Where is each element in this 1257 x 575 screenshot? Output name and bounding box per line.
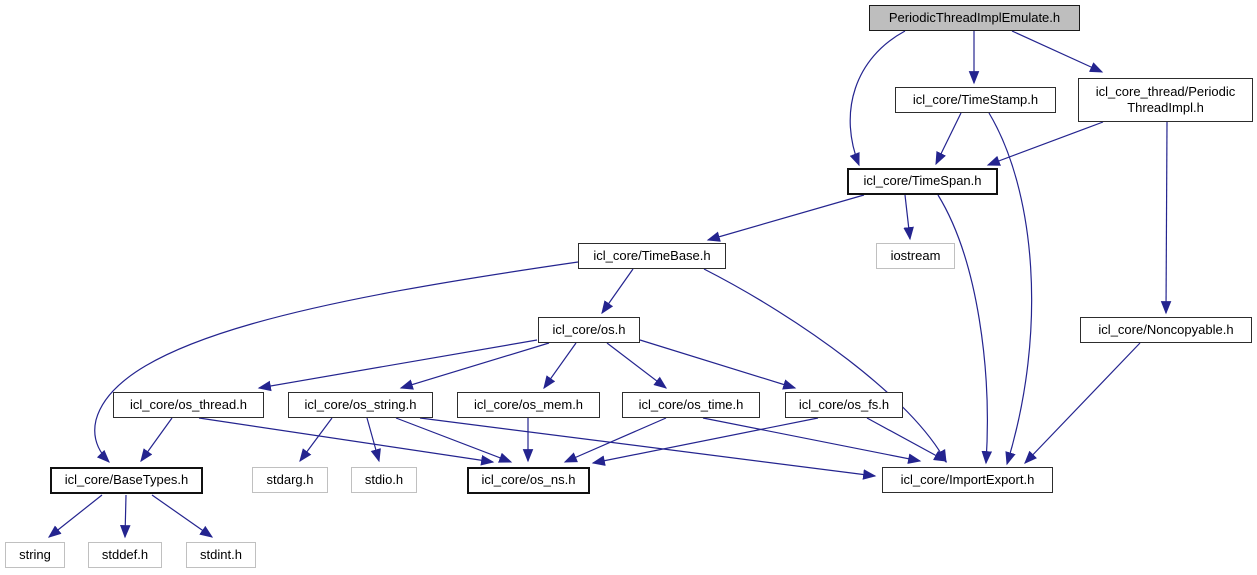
node-os-ns[interactable]: icl_core/os_ns.h bbox=[467, 467, 590, 494]
edge-basetypes-to-string bbox=[47, 494, 103, 538]
edge-timespan-to-importexport bbox=[937, 194, 993, 465]
node-iostream: iostream bbox=[876, 243, 955, 269]
edge-noncopyable-to-importexport bbox=[1024, 342, 1141, 464]
edge-os-string-to-stdarg bbox=[299, 417, 333, 463]
edge-timestamp-to-timespan bbox=[935, 112, 962, 166]
edge-os-time-to-importexport bbox=[702, 417, 922, 464]
edge-os-thread-to-basetypes bbox=[140, 417, 173, 463]
node-os-fs[interactable]: icl_core/os_fs.h bbox=[785, 392, 903, 418]
edge-os-thread-to-os-ns bbox=[198, 417, 495, 466]
edge-os-string-to-os-ns bbox=[395, 417, 513, 463]
node-basetypes[interactable]: icl_core/BaseTypes.h bbox=[50, 467, 203, 494]
edge-timebase-to-os bbox=[601, 268, 634, 315]
node-string: string bbox=[5, 542, 65, 568]
node-periodic-thread-impl-emulate: PeriodicThreadImplEmulate.h bbox=[869, 5, 1080, 31]
edge-os-to-os-time bbox=[606, 342, 668, 389]
node-stddef: stddef.h bbox=[88, 542, 162, 568]
node-os-string[interactable]: icl_core/os_string.h bbox=[288, 392, 433, 418]
node-periodic-thread-impl[interactable]: icl_core_thread/Periodic ThreadImpl.h bbox=[1078, 78, 1253, 122]
edge-basetypes-to-stddef bbox=[120, 494, 131, 539]
node-os-mem[interactable]: icl_core/os_mem.h bbox=[457, 392, 600, 418]
node-timestamp[interactable]: icl_core/TimeStamp.h bbox=[895, 87, 1056, 113]
node-stdio: stdio.h bbox=[351, 467, 417, 493]
edge-os-fs-to-importexport bbox=[866, 417, 948, 462]
node-timebase[interactable]: icl_core/TimeBase.h bbox=[578, 243, 726, 269]
edge-timestamp-to-importexport bbox=[988, 112, 1033, 466]
edge-os-to-os-string bbox=[399, 342, 550, 390]
node-os-thread[interactable]: icl_core/os_thread.h bbox=[113, 392, 264, 418]
node-noncopyable[interactable]: icl_core/Noncopyable.h bbox=[1080, 317, 1252, 343]
edge-periodic-thread-impl-to-timespan bbox=[986, 121, 1104, 166]
edge-os-string-to-importexport bbox=[419, 417, 877, 480]
edge-timespan-to-iostream bbox=[903, 194, 914, 241]
edge-periodic-thread-impl-to-noncopyable bbox=[1160, 121, 1172, 315]
edge-os-string-to-stdio bbox=[366, 417, 381, 463]
edge-os-time-to-os-ns bbox=[563, 417, 667, 463]
edge-periodic-thread-impl-emulate-to-timespan bbox=[849, 30, 906, 167]
node-os[interactable]: icl_core/os.h bbox=[538, 317, 640, 343]
edge-os-to-os-thread bbox=[257, 339, 538, 392]
node-os-time[interactable]: icl_core/os_time.h bbox=[622, 392, 760, 418]
edge-os-to-os-mem bbox=[543, 342, 577, 390]
edge-os-to-os-fs bbox=[639, 339, 797, 390]
edge-periodic-thread-impl-emulate-to-periodic-thread-impl bbox=[1011, 30, 1104, 73]
edge-timebase-to-basetypes bbox=[94, 261, 579, 463]
edge-basetypes-to-stdint bbox=[151, 494, 214, 538]
edge-timespan-to-timebase bbox=[706, 194, 865, 242]
node-importexport[interactable]: icl_core/ImportExport.h bbox=[882, 467, 1053, 493]
node-timespan[interactable]: icl_core/TimeSpan.h bbox=[847, 168, 998, 195]
node-stdint: stdint.h bbox=[186, 542, 256, 568]
edge-timebase-to-importexport bbox=[703, 268, 947, 464]
node-stdarg: stdarg.h bbox=[252, 467, 328, 493]
edge-os-fs-to-os-ns bbox=[591, 417, 819, 466]
